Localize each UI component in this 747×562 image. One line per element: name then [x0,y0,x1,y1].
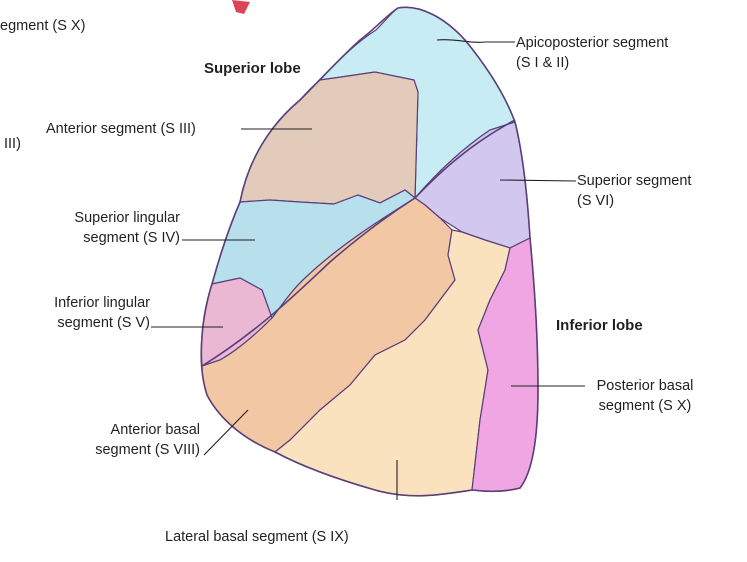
lateral-basal-label: Lateral basal segment (S IX) [165,527,349,547]
cut-label-top: egment (S X) [0,16,85,36]
posterior-basal-code: segment (S X) [586,396,704,416]
inferior-lingular-name: Inferior lingular [0,293,150,313]
anterior-label: Anterior segment (S III) [46,119,196,139]
superior-segment-label: Superior segment (S VI) [577,171,691,211]
superior-lobe-label: Superior lobe [204,59,301,79]
anterior-basal-code: segment (S VIII) [50,440,200,460]
posterior-basal-label: Posterior basal segment (S X) [586,376,704,416]
anterior-basal-label: Anterior basal segment (S VIII) [50,420,200,460]
cropped-red-heading [232,0,250,14]
apicoposterior-label: Apicoposterior segment (S I & II) [516,33,668,73]
superior-segment-code: (S VI) [577,191,691,211]
posterior-basal-name: Posterior basal [586,376,704,396]
superior-lingular-name: Superior lingular [30,208,180,228]
superior-segment-name: Superior segment [577,171,691,191]
apicoposterior-code: (S I & II) [516,53,668,73]
inferior-lingular-label: Inferior lingular segment (S V) [0,293,150,333]
apicoposterior-name: Apicoposterior segment [516,33,668,53]
superior-lingular-code: segment (S IV) [30,228,180,248]
inferior-lobe-label: Inferior lobe [556,316,643,336]
anterior-basal-name: Anterior basal [50,420,200,440]
cut-label-mid: III) [4,134,21,154]
inferior-lingular-code: segment (S V) [0,313,150,333]
superior-lingular-label: Superior lingular segment (S IV) [30,208,180,248]
